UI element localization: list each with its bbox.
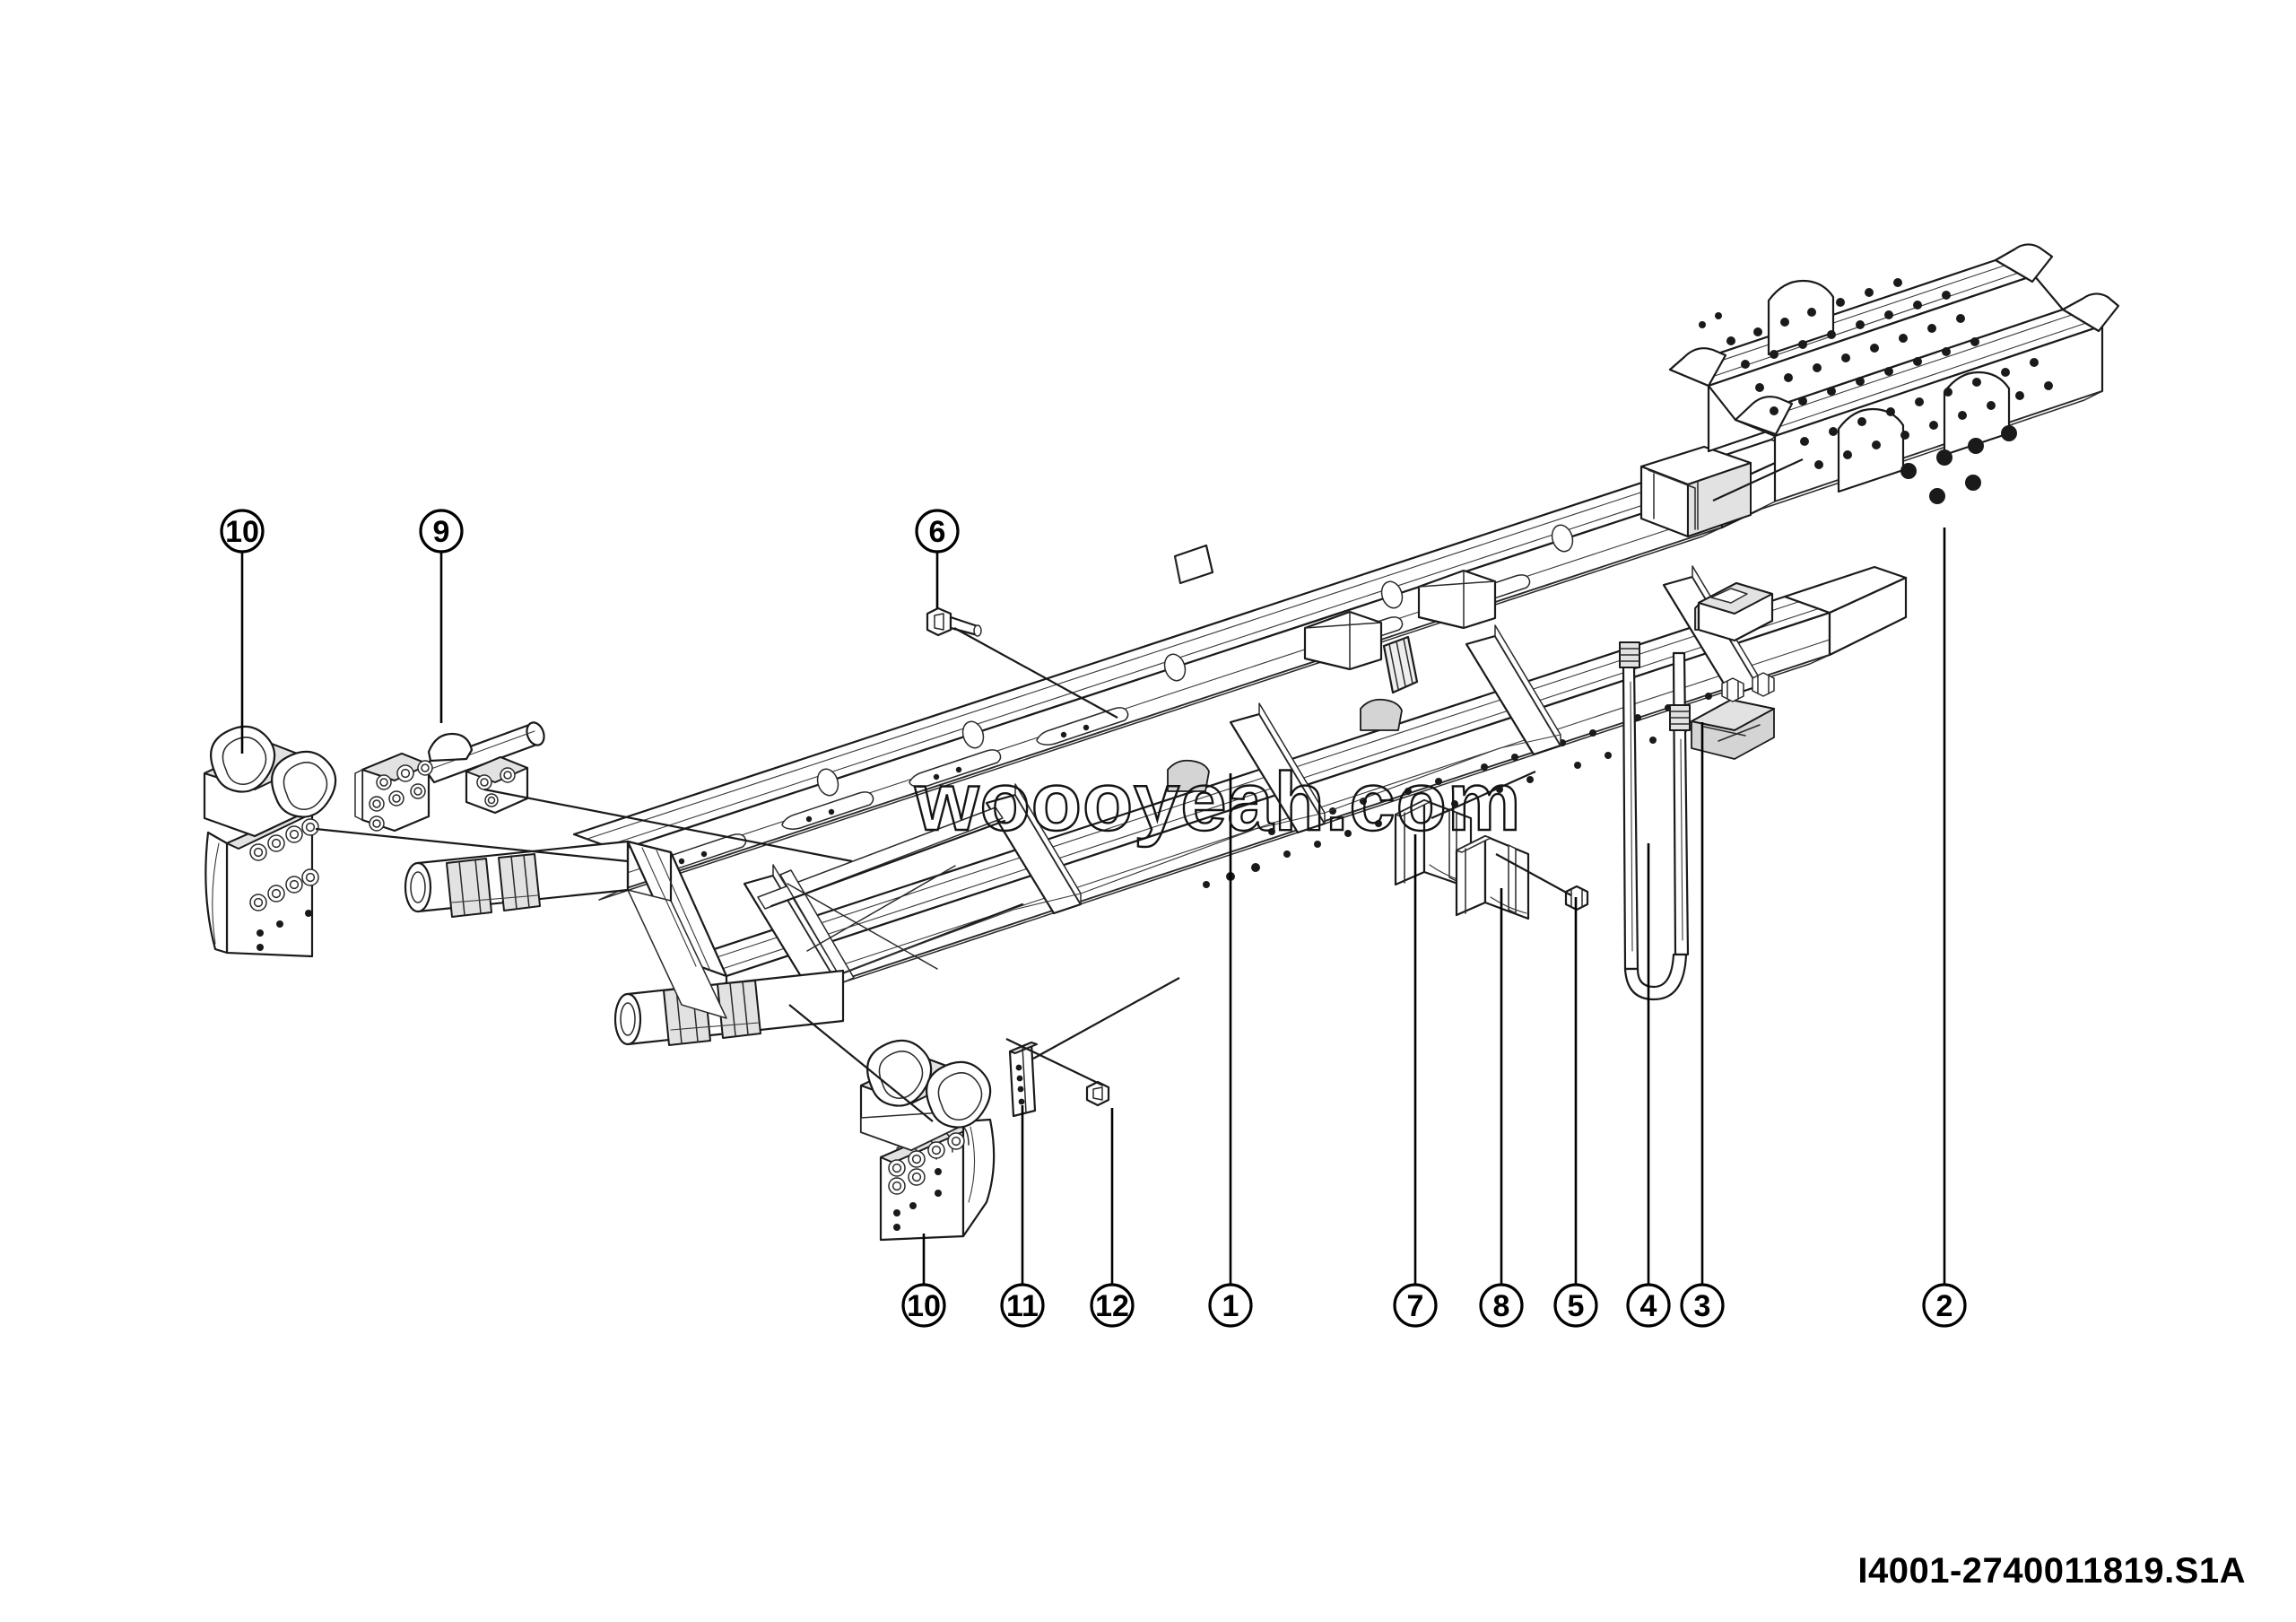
callout-circle [1553, 1283, 1598, 1328]
callout-c3[interactable]: 3 [1680, 1283, 1725, 1328]
body-mount-blocks [1173, 544, 1497, 671]
tube-clamp-assembly [354, 721, 545, 833]
front-axle-tubes [404, 840, 845, 1046]
crossmember-holes-far [1699, 278, 1979, 415]
callout-circle [1680, 1283, 1725, 1328]
flange-bolt [926, 606, 982, 637]
callout-circle [419, 509, 464, 554]
callout-number: 2 [1936, 1289, 1953, 1323]
callout-c9[interactable]: 9 [419, 509, 464, 554]
callout-c10-bot[interactable]: 10 [901, 1283, 946, 1328]
watermark: woooyeah.com [913, 755, 1522, 849]
spring-hanger-bracket-upper [203, 725, 337, 958]
callout-number: 8 [1493, 1289, 1510, 1323]
callout-number: 3 [1694, 1289, 1711, 1323]
callout-bubbles: 10 9 6 10 11 12 1 7 8 5 4 3 2 [220, 509, 1967, 1328]
tube-clamp-bolts [369, 760, 516, 832]
callout-number: 11 [1006, 1289, 1039, 1323]
callout-circle [1000, 1283, 1045, 1328]
axle-tube-upper [404, 840, 630, 918]
callout-number: 5 [1568, 1289, 1585, 1323]
crossmember-bolts [1900, 425, 2017, 504]
bracket-lower-bolts [888, 1132, 965, 1231]
callout-c6[interactable]: 6 [915, 509, 960, 554]
u-channel-bracket-small [1455, 834, 1530, 920]
callout-number: 10 [907, 1289, 941, 1323]
callout-number: 1 [1222, 1289, 1239, 1323]
callout-c12[interactable]: 12 [1090, 1283, 1135, 1328]
callout-c2[interactable]: 2 [1922, 1283, 1967, 1328]
callout-circle [1626, 1283, 1671, 1328]
callout-circle [220, 509, 265, 554]
chassis-frame-assembly [404, 430, 1908, 1046]
rear-crossmember-assembly [1639, 243, 2120, 538]
bracket-upper-bolts [249, 818, 319, 951]
callout-number: 12 [1095, 1289, 1129, 1323]
stud-bolt [1085, 1080, 1110, 1107]
callout-c10-top[interactable]: 10 [220, 509, 265, 554]
callout-circle [901, 1283, 946, 1328]
callout-circle [1479, 1283, 1524, 1328]
callout-c5[interactable]: 5 [1553, 1283, 1598, 1328]
callout-circle [1090, 1283, 1135, 1328]
cable-clamp-bracket [1691, 581, 1775, 760]
callout-c7[interactable]: 7 [1393, 1283, 1438, 1328]
callout-c1[interactable]: 1 [1208, 1283, 1253, 1328]
callout-circle [915, 509, 960, 554]
callout-c11[interactable]: 11 [1000, 1283, 1045, 1328]
mounting-strap [1008, 1041, 1038, 1118]
callout-number: 4 [1640, 1289, 1657, 1323]
callout-circle [1208, 1283, 1253, 1328]
u-bolt [1619, 641, 1691, 1001]
callout-circle [1922, 1283, 1967, 1328]
leader-lines [240, 458, 1946, 1285]
callout-number: 6 [929, 515, 946, 549]
callout-number: 10 [225, 515, 259, 549]
callout-c4[interactable]: 4 [1626, 1283, 1671, 1328]
callout-c8[interactable]: 8 [1479, 1283, 1524, 1328]
callout-number: 7 [1407, 1289, 1424, 1323]
crossmember-holes-near [1800, 358, 2053, 469]
part-number-label: I4001-2740011819.S1A [1857, 1551, 2246, 1591]
callout-number: 9 [433, 515, 450, 549]
spring-hanger-bracket-lower [859, 1039, 996, 1242]
watermark-text: woooyeah.com [914, 756, 1522, 848]
frame-splice-plate [1382, 635, 1419, 694]
callout-circle [1393, 1283, 1438, 1328]
